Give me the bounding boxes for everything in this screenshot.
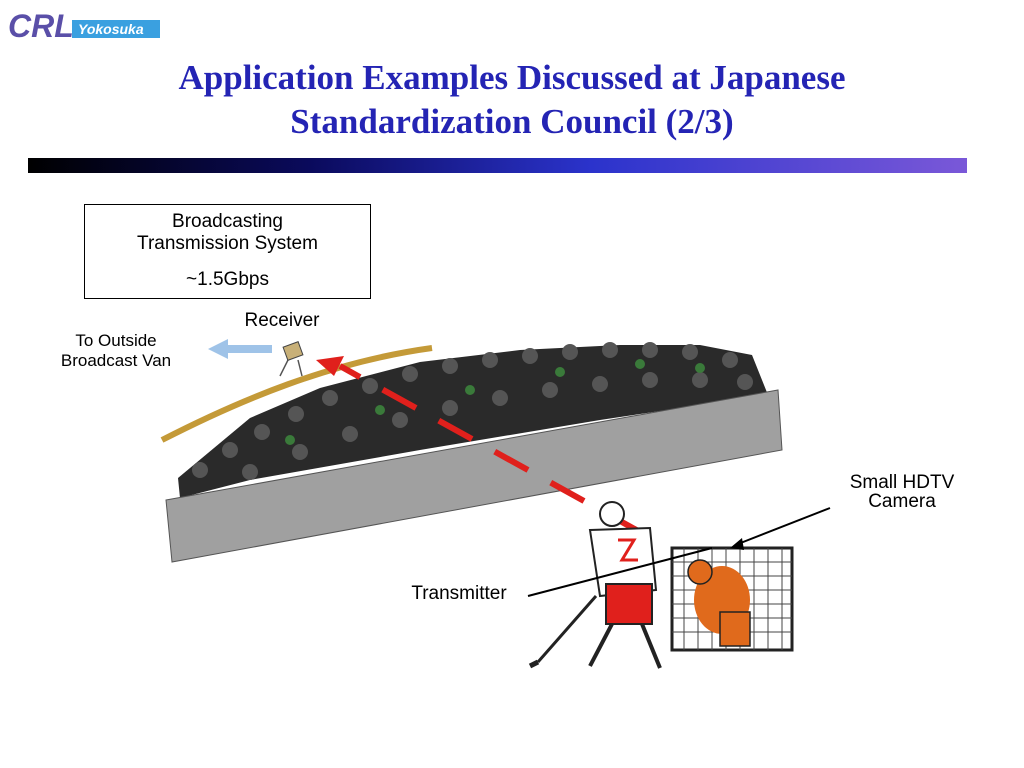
outside-van-label-line2: Broadcast Van <box>60 351 172 370</box>
spec-rate: ~1.5Gbps <box>186 269 269 290</box>
logo-text: CRL <box>8 8 74 42</box>
outside-van-label: To Outside Broadcast Van <box>44 331 188 371</box>
rink-boards <box>165 389 783 563</box>
wireless-link-path <box>316 356 642 535</box>
camera-label-line2: Camera <box>868 491 936 512</box>
title-divider <box>28 158 967 173</box>
logo-subtext: Yokosuka <box>78 21 144 37</box>
slide-title: Application Examples Discussed at Japane… <box>60 56 964 144</box>
transmission-system-box: Broadcasting Transmission System ~1.5Gbp… <box>84 204 371 299</box>
camera-label: Small HDTV Camera <box>830 473 974 511</box>
outside-van-label-line1: To Outside <box>75 331 157 350</box>
spec-line2: Transmission System <box>137 233 318 254</box>
crl-logo: CRL Yokosuka <box>8 8 160 42</box>
slide-title-line2: Standardization Council (2/3) <box>290 102 734 141</box>
camera-label-line1: Small HDTV <box>849 472 955 493</box>
hockey-player-figure <box>528 501 662 669</box>
signal-cable <box>160 345 433 443</box>
receiver-antenna-icon <box>279 341 304 377</box>
transmitter-label: Transmitter <box>411 583 507 604</box>
arrow-to-van <box>208 339 272 359</box>
goalie-figure <box>687 559 751 647</box>
spec-line1: Broadcasting <box>172 211 283 232</box>
receiver-label: Receiver <box>244 310 320 331</box>
slide-title-line1: Application Examples Discussed at Japane… <box>178 58 846 97</box>
transmitter-leader-line <box>527 547 713 597</box>
crowd <box>178 342 768 498</box>
camera-leader-line <box>737 507 831 545</box>
